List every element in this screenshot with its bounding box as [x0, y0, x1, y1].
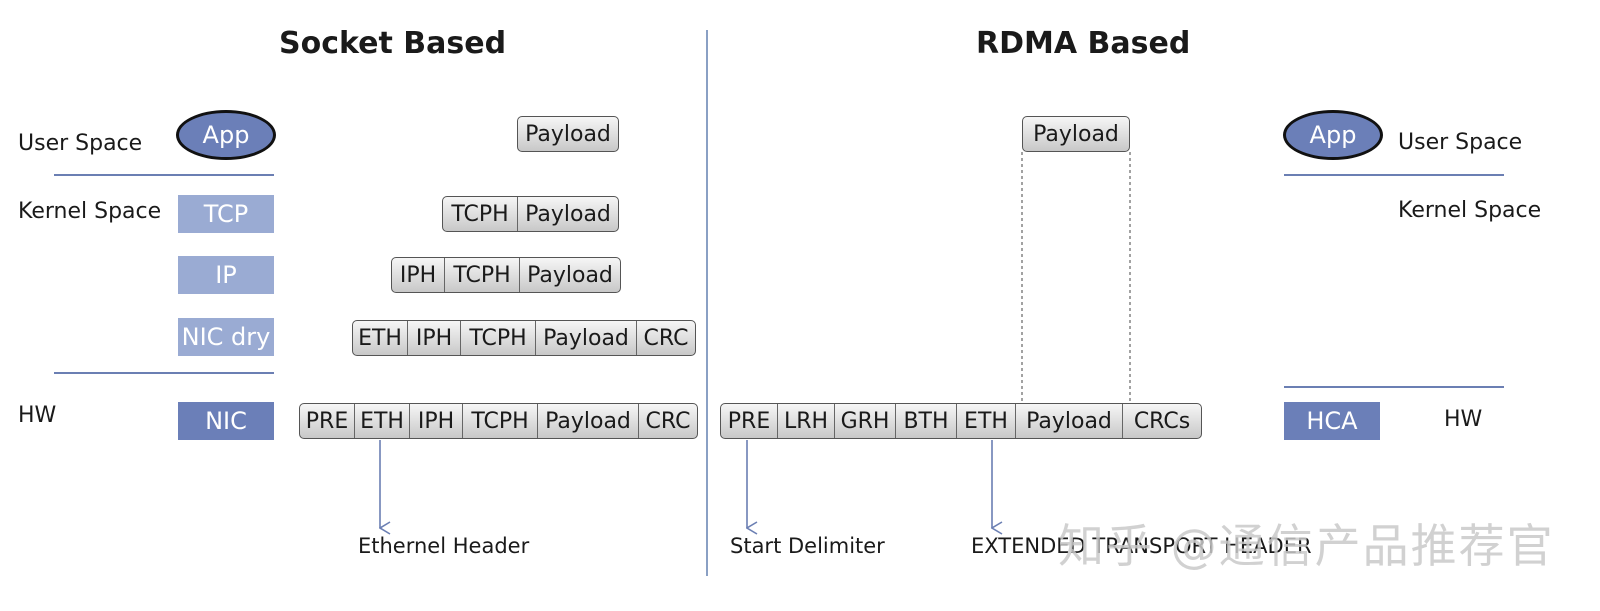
- left-kernel-hw-separator: [54, 372, 274, 374]
- frame-cell: CRC: [643, 325, 689, 351]
- hca-layer: HCA: [1284, 402, 1380, 440]
- left-user-space-label: User Space: [18, 131, 143, 156]
- socket-frame-row3: IPH TCPH Payload: [391, 257, 621, 293]
- frame-cell: CRCs: [1133, 408, 1191, 434]
- frame-cell: Payload: [1016, 404, 1123, 438]
- frame-cell: Payload: [538, 404, 639, 438]
- frame-cell: ETH: [353, 321, 408, 355]
- extended-transport-header-note: EXTENDED TRANSPORT HEADER: [971, 534, 1312, 558]
- socket-based-title: Socket Based: [279, 26, 507, 61]
- frame-cell: PRE: [721, 404, 778, 438]
- frame-cell: IPH: [408, 321, 461, 355]
- right-user-space-label: User Space: [1398, 130, 1523, 155]
- left-kernel-space-label: Kernel Space: [18, 199, 162, 224]
- frame-cell: Payload: [1033, 121, 1119, 147]
- frame-cell: CRC: [645, 408, 691, 434]
- frame-cell: BTH: [896, 404, 957, 438]
- rdma-frame-row5: PRE LRH GRH BTH ETH Payload CRCs: [720, 403, 1202, 439]
- frame-cell: ETH: [355, 404, 410, 438]
- frame-cell: TCPH: [445, 258, 520, 292]
- start-delimiter-note: Start Delimiter: [730, 534, 885, 558]
- socket-frame-row1: Payload: [517, 116, 619, 152]
- frame-cell: TCPH: [463, 404, 538, 438]
- rdma-frame-row1: Payload: [1022, 116, 1130, 152]
- frame-cell: Payload: [525, 201, 611, 227]
- right-kernel-space-label: Kernel Space: [1398, 198, 1542, 223]
- frame-cell: PRE: [300, 404, 355, 438]
- left-user-kernel-separator: [54, 174, 274, 176]
- socket-frame-row4: ETH IPH TCPH Payload CRC: [352, 320, 696, 356]
- frame-cell: Payload: [536, 321, 637, 355]
- ethernet-header-note: Ethernel Header: [358, 534, 530, 558]
- frame-cell: GRH: [835, 404, 896, 438]
- rdma-based-title: RDMA Based: [976, 26, 1191, 61]
- socket-frame-row5: PRE ETH IPH TCPH Payload CRC: [299, 403, 698, 439]
- center-divider: [706, 30, 708, 576]
- frame-cell: TCPH: [461, 321, 536, 355]
- frame-cell: IPH: [410, 404, 463, 438]
- left-app-oval: App: [176, 110, 276, 160]
- socket-frame-row2: TCPH Payload: [442, 196, 619, 232]
- frame-cell: Payload: [525, 121, 611, 147]
- left-hw-label: HW: [18, 403, 57, 428]
- nic-layer: NIC: [178, 402, 274, 440]
- ip-layer: IP: [178, 256, 274, 294]
- right-user-kernel-separator: [1284, 174, 1504, 176]
- nic-driver-layer: NIC dry: [178, 318, 274, 356]
- frame-cell: Payload: [527, 262, 613, 288]
- tcp-layer: TCP: [178, 195, 274, 233]
- frame-cell: TCPH: [443, 197, 518, 231]
- frame-cell: IPH: [392, 258, 445, 292]
- right-hw-label: HW: [1444, 407, 1483, 432]
- watermark-text: 知乎 @通信产品推荐官: [1058, 519, 1555, 573]
- right-app-oval: App: [1283, 110, 1383, 160]
- frame-cell: ETH: [957, 404, 1016, 438]
- frame-cell: LRH: [778, 404, 835, 438]
- right-kernel-hw-separator: [1284, 386, 1504, 388]
